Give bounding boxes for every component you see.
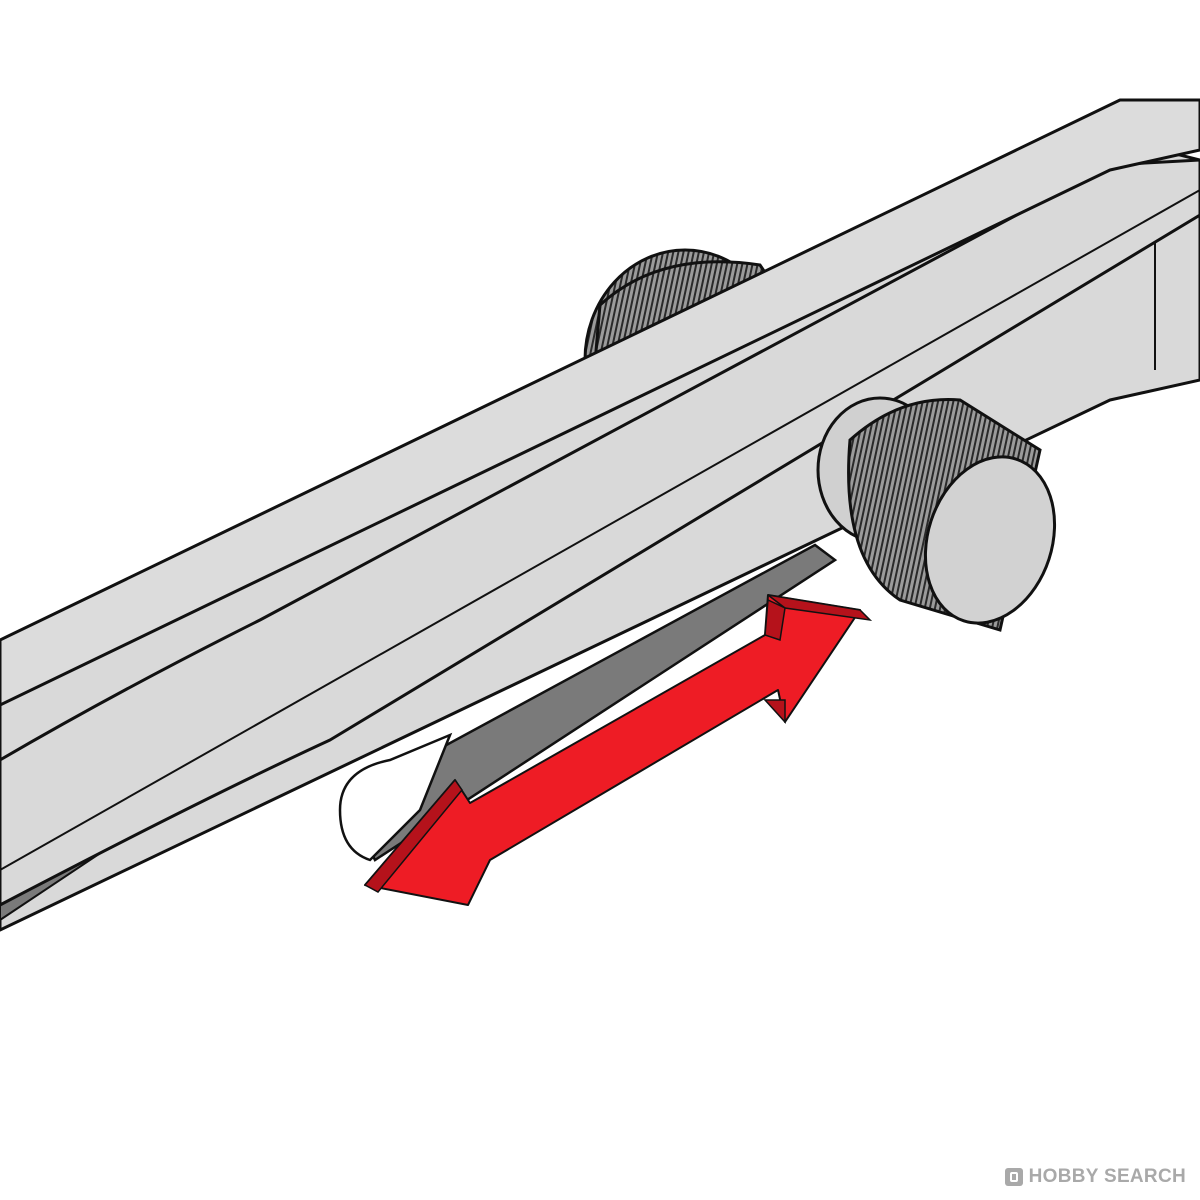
front-knurled-knob (816, 396, 1057, 632)
watermark-text: HOBBY SEARCH (1029, 1166, 1186, 1188)
watermark-brand-second: SEARCH (1103, 1166, 1186, 1187)
upper-arm (0, 98, 1200, 907)
hobby-search-logo-icon (1004, 1168, 1023, 1186)
watermark-brand-first: HOBBY (1028, 1166, 1099, 1187)
watermark: HOBBY SEARCH (1004, 1166, 1186, 1188)
adjustment-direction-arrow (363, 594, 873, 906)
